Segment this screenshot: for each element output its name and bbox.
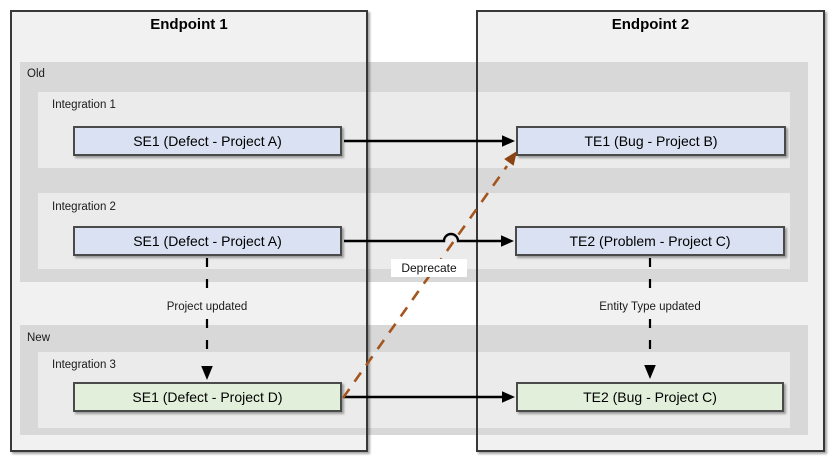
endpoint1-title: Endpoint 1 [150,16,228,33]
new-group-label: New [27,332,51,344]
entity-te2-problem: TE2 (Problem - Project C) [515,226,785,256]
project-updated-label: Project updated [166,301,248,313]
entity-te1-label: TE1 (Bug - Project B) [584,133,718,149]
integration1-label: Integration 1 [52,99,116,111]
entity-te1: TE1 (Bug - Project B) [516,126,786,156]
endpoint2-title: Endpoint 2 [611,16,690,33]
entity-te2-bug-label: TE2 (Bug - Project C) [583,389,717,405]
deprecate-label: Deprecate [391,259,467,277]
old-group-label: Old [27,68,45,80]
entity-te2-bug: TE2 (Bug - Project C) [516,382,784,412]
entity-te2-problem-label: TE2 (Problem - Project C) [569,233,731,249]
entity-se1-integration3-label: SE1 (Defect - Project D) [132,389,283,405]
entity-se1-integration1: SE1 (Defect - Project A) [73,126,342,156]
entity-se1-integration2-label: SE1 (Defect - Project A) [133,233,282,249]
entity-se1-integration2: SE1 (Defect - Project A) [73,226,342,256]
integration3-label: Integration 3 [52,359,116,371]
entity-se1-integration3: SE1 (Defect - Project D) [73,382,342,412]
integration2-label: Integration 2 [52,201,116,213]
entity-se1-integration1-label: SE1 (Defect - Project A) [133,133,282,149]
entity-type-updated-label: Entity Type updated [599,301,701,313]
